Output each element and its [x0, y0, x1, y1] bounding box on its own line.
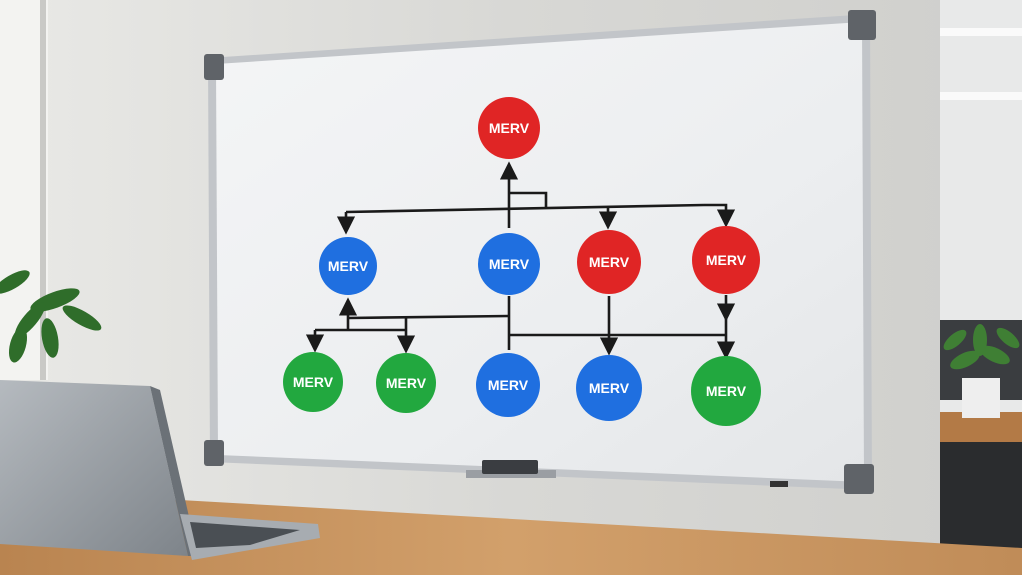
connector-top-bus [345, 203, 705, 214]
node-label: MERV [328, 258, 369, 274]
node-label: MERV [386, 375, 427, 391]
connector-left-bus [347, 314, 510, 320]
node-n1: MERV [478, 97, 540, 159]
connector-root-branch [509, 191, 548, 208]
window-frame [40, 0, 46, 380]
right-plant [943, 324, 1020, 370]
node-circle [692, 226, 760, 294]
right-plant-pot [962, 378, 1000, 418]
connector-to-n5 [704, 203, 736, 228]
diagram-nodes: MERV MERV MERV MERV MERV MERV MERV MERV [283, 97, 761, 426]
node-n7: MERV [376, 353, 436, 413]
node-circle [283, 352, 343, 412]
node-n5: MERV [692, 226, 760, 294]
node-n3: MERV [478, 233, 540, 295]
node-n8: MERV [476, 353, 540, 417]
laptop [0, 380, 320, 560]
ceiling-light [940, 28, 1022, 36]
node-label: MERV [489, 120, 530, 136]
laptop-lid-edge [150, 386, 198, 556]
node-circle [478, 233, 540, 295]
node-n10: MERV [691, 356, 761, 426]
frame-corner-br [844, 464, 874, 494]
node-circle [576, 355, 642, 421]
node-circle [691, 356, 761, 426]
node-label: MERV [293, 374, 334, 390]
node-label: MERV [706, 383, 747, 399]
background-chair [940, 442, 1022, 552]
node-label: MERV [489, 256, 530, 272]
desk [0, 500, 1022, 575]
node-circle [577, 230, 641, 294]
node-n2: MERV [319, 237, 377, 295]
node-label: MERV [589, 380, 630, 396]
left-plant [0, 270, 102, 363]
node-n6: MERV [283, 352, 343, 412]
frame-corner-tr [848, 10, 876, 40]
node-n4: MERV [577, 230, 641, 294]
node-circle [478, 97, 540, 159]
whiteboard-surface [216, 22, 864, 482]
marker [770, 481, 788, 487]
node-circle [319, 237, 377, 295]
node-label: MERV [488, 377, 529, 393]
node-label: MERV [589, 254, 630, 270]
ceiling-light-2 [940, 92, 1022, 100]
node-label: MERV [706, 252, 747, 268]
eraser [482, 460, 538, 474]
frame-corner-bl [204, 440, 224, 466]
node-circle [376, 353, 436, 413]
laptop-lid [0, 380, 188, 556]
diagram-connectors [305, 161, 736, 360]
node-circle [476, 353, 540, 417]
frame-corner-tl [204, 54, 224, 80]
laptop-keyboard [190, 522, 300, 548]
node-n9: MERV [576, 355, 642, 421]
